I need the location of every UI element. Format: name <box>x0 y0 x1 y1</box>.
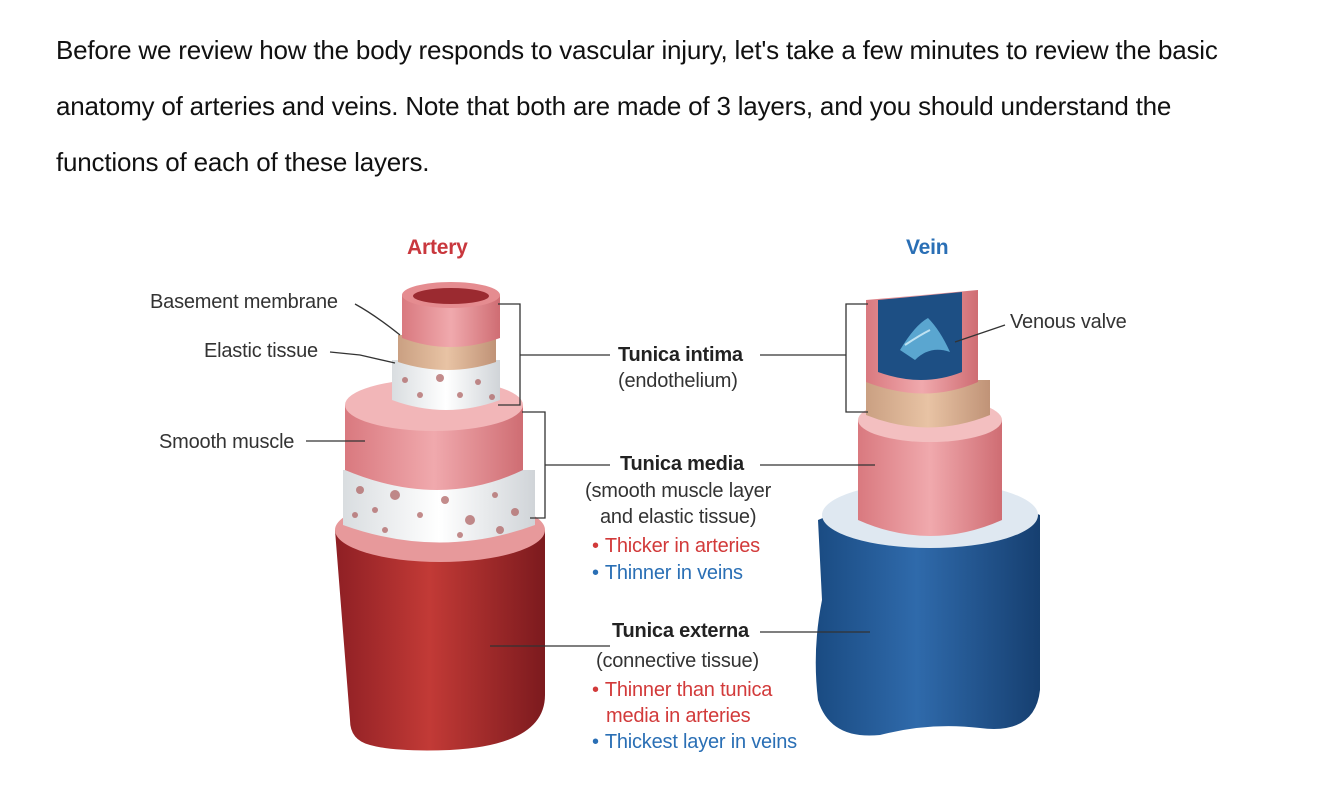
tunica-externa-note-artery-text-1: Thinner than tunica <box>604 679 773 701</box>
bullet-red: • <box>592 535 599 557</box>
venous-valve-shape <box>900 318 950 360</box>
tunica-media-note-artery: •Thicker in arteries <box>592 535 760 558</box>
tunica-intima-name: Tunica intima <box>618 344 743 366</box>
tunica-externa-note-vein: •Thickest layer in veins <box>592 731 797 754</box>
tunica-externa-desc: (connective tissue) <box>596 650 759 672</box>
artery-illustration <box>335 282 545 751</box>
artery-elastic-tissue-outer <box>343 470 535 543</box>
elastic-dots <box>352 486 519 538</box>
bullet-red: • <box>592 679 599 701</box>
vein-illustration <box>815 290 1040 736</box>
leader-lines <box>306 303 1006 647</box>
artery-tunica-externa <box>335 510 545 751</box>
tunica-intima-desc: (endothelium) <box>618 370 738 392</box>
tunica-externa-note-artery-1: •Thinner than tunica <box>592 679 772 702</box>
tunica-media-name: Tunica media <box>620 453 744 475</box>
vein-tunica-externa <box>815 493 1040 736</box>
label-basement-membrane: Basement membrane <box>150 291 338 313</box>
vein-title: Vein <box>906 236 949 259</box>
tunica-externa-name: Tunica externa <box>612 620 749 642</box>
elastic-dots-inner <box>402 374 495 400</box>
tunica-media-desc-2: and elastic tissue) <box>600 506 757 528</box>
vein-tunica-media <box>858 420 1002 536</box>
tunica-media-note-artery-text: Thicker in arteries <box>604 535 760 557</box>
label-venous-valve: Venous valve <box>1010 311 1127 333</box>
label-elastic-tissue: Elastic tissue <box>204 340 318 362</box>
tunica-externa-note-artery-2: media in arteries <box>606 705 751 727</box>
artery-title: Artery <box>407 236 468 259</box>
tunica-media-note-vein-text: Thinner in veins <box>604 562 743 584</box>
intro-paragraph: Before we review how the body responds t… <box>56 35 1218 177</box>
tunica-externa-note-vein-text: Thickest layer in veins <box>604 731 797 753</box>
vein-basement-layer <box>866 380 990 428</box>
tunica-media-note-vein: •Thinner in veins <box>592 562 743 585</box>
bullet-blue: • <box>592 562 599 584</box>
artery-tunica-intima <box>402 295 500 347</box>
tunica-media-desc-1: (smooth muscle layer <box>585 480 772 502</box>
label-smooth-muscle: Smooth muscle <box>159 431 295 453</box>
bullet-blue: • <box>592 731 599 753</box>
